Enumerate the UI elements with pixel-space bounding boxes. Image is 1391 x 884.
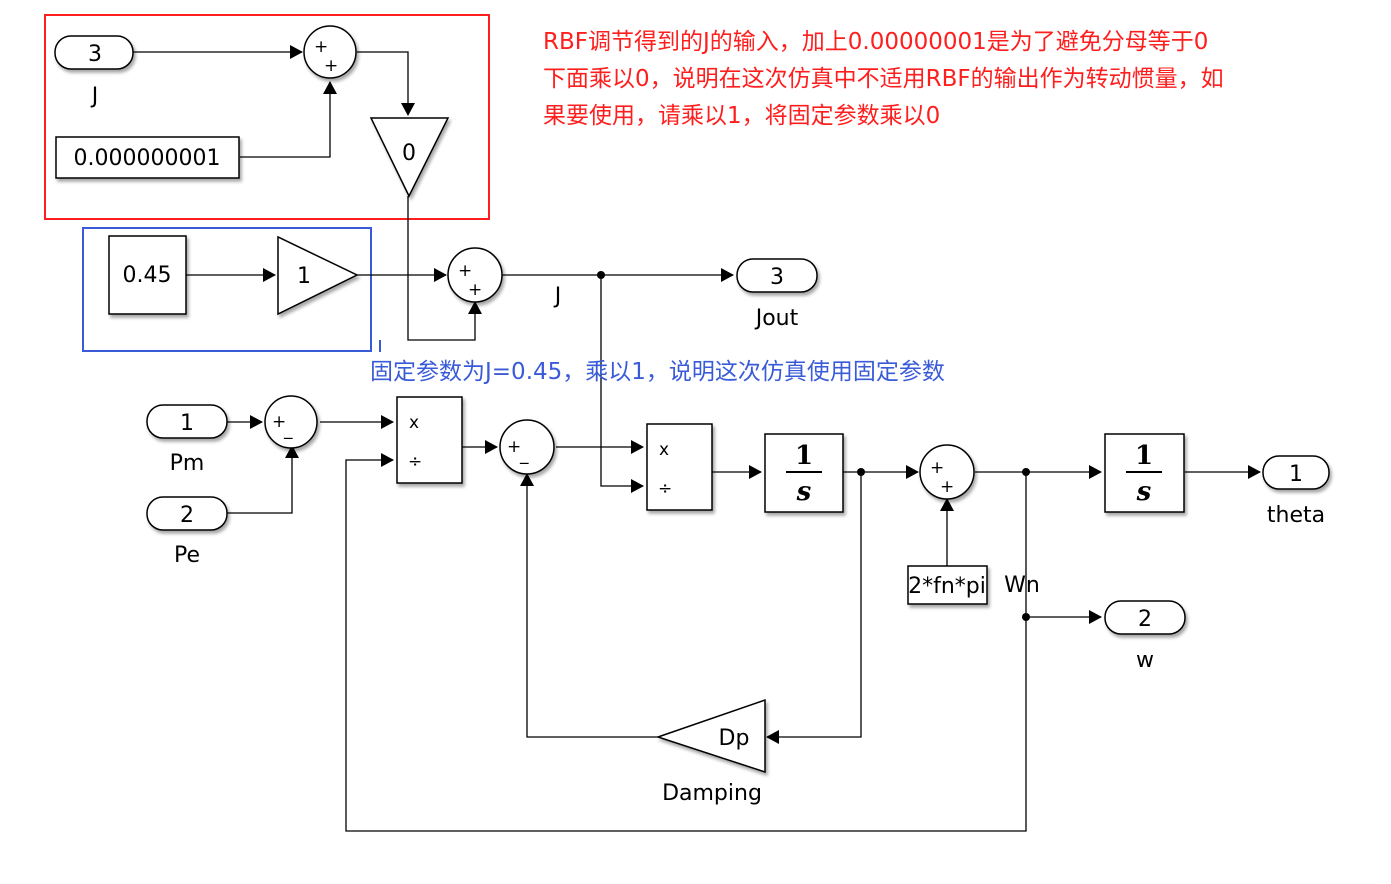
integrator-1-num: 1	[795, 441, 813, 471]
sum-power[interactable]: + _	[264, 395, 318, 449]
inport-pm-number: 1	[180, 411, 194, 436]
gain-damping-label: Damping	[662, 781, 762, 806]
constant-epsilon-value: 0.000000001	[74, 146, 221, 171]
inport-j[interactable]: 3 J	[54, 35, 134, 109]
branch-point-integrator1	[857, 468, 865, 476]
constant-fixed-j[interactable]: 0.45	[108, 235, 187, 315]
product-1-mul: x	[409, 413, 419, 433]
gain-rbf-zero-value: 0	[402, 141, 416, 166]
integrator-2-den: s	[1136, 477, 1152, 507]
outport-w-label: w	[1136, 648, 1154, 673]
product-2-div: ÷	[658, 479, 672, 499]
gain-rbf-zero[interactable]: 0	[369, 117, 450, 198]
branch-point-w	[1022, 613, 1030, 621]
integrator-2-num: 1	[1135, 441, 1153, 471]
outport-jout-label: Jout	[754, 306, 799, 331]
branch-point-wn	[1022, 468, 1030, 476]
sum-rbf[interactable]: + +	[303, 25, 357, 79]
outport-jout-number: 3	[770, 265, 784, 290]
sum-j-sign-2: +	[468, 280, 482, 300]
fixed-param-annotation-box	[82, 227, 372, 352]
product-1-div: ÷	[408, 452, 422, 472]
integrator-2[interactable]: 1 s	[1104, 433, 1185, 513]
signal-j-label: J	[553, 284, 562, 309]
outport-theta[interactable]: 1 theta	[1262, 455, 1330, 528]
outport-w[interactable]: 2 w	[1104, 600, 1186, 673]
signal-wires	[132, 45, 1261, 832]
constant-fixed-j-value: 0.45	[123, 263, 172, 288]
inport-pm[interactable]: 1 Pm	[146, 404, 228, 476]
inport-j-label: J	[90, 84, 99, 109]
gain-fixed-one-value: 1	[297, 264, 311, 289]
gain-damping[interactable]: Dp Damping	[655, 698, 766, 806]
outport-jout[interactable]: 3 Jout	[736, 258, 818, 331]
integrator-1-den: s	[796, 477, 812, 507]
sum-power-sign-2: _	[283, 420, 293, 440]
rbf-annotation-box	[44, 14, 490, 220]
fixed-param-note: 固定参数为J=0.45，乘以1，说明这次仿真使用固定参数	[370, 359, 945, 385]
sum-damping-sign-2: _	[519, 445, 529, 465]
inport-pm-label: Pm	[170, 451, 205, 476]
constant-wn-label: Wn	[1004, 573, 1040, 598]
integrator-1[interactable]: 1 s	[764, 433, 844, 513]
constant-wn-value: 2*fn*pi	[908, 574, 986, 599]
rbf-note-line-3: 果要使用，请乘以1，将固定参数乘以0	[543, 103, 940, 129]
inport-pe-number: 2	[180, 503, 194, 528]
sum-rbf-sign-1: +	[314, 37, 328, 57]
sum-damping[interactable]: + _	[499, 419, 555, 475]
product-divide-1[interactable]: x ÷	[396, 396, 463, 484]
outport-theta-label: theta	[1267, 503, 1325, 528]
gain-damping-value: Dp	[719, 726, 750, 751]
sum-wn[interactable]: + +	[919, 444, 975, 500]
sum-j-sign-1: +	[458, 261, 472, 281]
outport-w-number: 2	[1138, 607, 1152, 632]
inport-pe[interactable]: 2 Pe	[146, 496, 228, 568]
sum-wn-sign-1: +	[930, 458, 944, 478]
product-2-mul: x	[659, 440, 669, 460]
inport-j-number: 3	[88, 42, 102, 67]
constant-epsilon[interactable]: 0.000000001	[55, 136, 240, 179]
rbf-note-line-2: 下面乘以0，说明在这次仿真中不适用RBF的输出作为转动惯量，如	[543, 66, 1224, 92]
inport-pe-label: Pe	[174, 543, 200, 568]
branch-point-j	[597, 271, 605, 279]
sum-rbf-sign-2: +	[324, 56, 338, 76]
outport-theta-number: 1	[1289, 462, 1303, 487]
product-divide-2[interactable]: x ÷	[646, 423, 713, 511]
rbf-note-line-1: RBF调节得到的J的输入，加上0.00000001是为了避免分母等于0	[543, 29, 1208, 55]
sum-damping-sign-1: +	[507, 437, 521, 457]
sum-j[interactable]: + +	[447, 247, 503, 303]
sum-power-sign-1: +	[272, 412, 286, 432]
gain-fixed-one[interactable]: 1	[277, 235, 359, 316]
constant-wn[interactable]: 2*fn*pi	[907, 565, 988, 605]
sum-wn-sign-2: +	[940, 477, 954, 497]
